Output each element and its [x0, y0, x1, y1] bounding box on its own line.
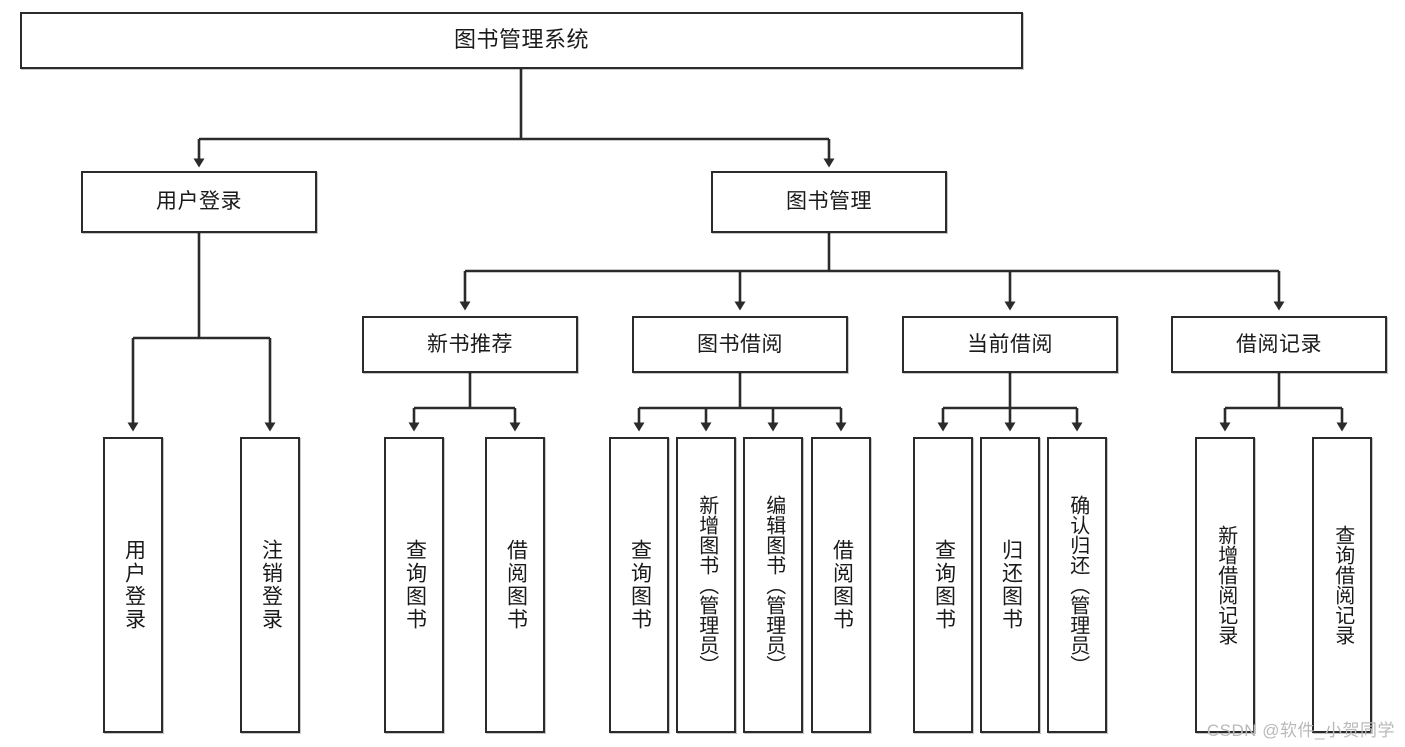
node-label: 查询图书	[932, 539, 956, 631]
node-book-borrow[interactable]: 图书借阅	[632, 316, 848, 373]
node-label: 当前借阅	[967, 332, 1053, 356]
node-label: 编辑图书（管理员）	[762, 495, 785, 675]
node-label: 借阅图书	[830, 539, 854, 631]
node-label: 查询图书	[628, 539, 652, 631]
leaf-book-borrow-borrow[interactable]: 借阅图书	[811, 437, 871, 733]
node-root-system[interactable]: 图书管理系统	[20, 12, 1023, 69]
leaf-book-borrow-query[interactable]: 查询图书	[609, 437, 669, 733]
node-borrow-record[interactable]: 借阅记录	[1171, 316, 1387, 373]
leaf-new-book-borrow[interactable]: 借阅图书	[485, 437, 545, 733]
node-user-login[interactable]: 用户登录	[81, 171, 317, 233]
leaf-user-login-logout[interactable]: 注销登录	[240, 437, 300, 733]
node-label: 图书借阅	[697, 332, 783, 356]
node-label: 借阅图书	[504, 539, 528, 631]
node-label: 借阅记录	[1236, 332, 1322, 356]
leaf-book-borrow-add[interactable]: 新增图书（管理员）	[676, 437, 736, 733]
leaf-current-borrow-query[interactable]: 查询图书	[913, 437, 973, 733]
node-label: 查询图书	[403, 539, 427, 631]
leaf-current-borrow-confirm-return[interactable]: 确认归还（管理员）	[1047, 437, 1107, 733]
node-label: 注销登录	[259, 539, 283, 631]
node-current-borrow[interactable]: 当前借阅	[902, 316, 1118, 373]
node-book-management[interactable]: 图书管理	[711, 171, 947, 233]
node-label: 新书推荐	[427, 332, 513, 356]
leaf-current-borrow-return[interactable]: 归还图书	[980, 437, 1040, 733]
node-label: 用户登录	[156, 190, 242, 214]
node-label: 新增借阅记录	[1214, 525, 1237, 645]
node-label: 新增图书（管理员）	[695, 495, 718, 675]
node-label: 图书管理	[786, 190, 872, 214]
leaf-new-book-query[interactable]: 查询图书	[384, 437, 444, 733]
csdn-watermark: CSDN @软件_小贺同学	[1206, 721, 1395, 740]
node-label: 确认归还（管理员）	[1066, 495, 1089, 675]
node-label: 用户登录	[122, 539, 146, 631]
leaf-borrow-record-add[interactable]: 新增借阅记录	[1195, 437, 1255, 733]
leaf-user-login-login[interactable]: 用户登录	[103, 437, 163, 733]
node-label: 图书管理系统	[453, 27, 589, 53]
node-label: 归还图书	[999, 539, 1023, 631]
leaf-borrow-record-query[interactable]: 查询借阅记录	[1312, 437, 1372, 733]
node-new-book-recommend[interactable]: 新书推荐	[362, 316, 578, 373]
leaf-book-borrow-edit[interactable]: 编辑图书（管理员）	[743, 437, 803, 733]
node-label: 查询借阅记录	[1331, 525, 1354, 645]
